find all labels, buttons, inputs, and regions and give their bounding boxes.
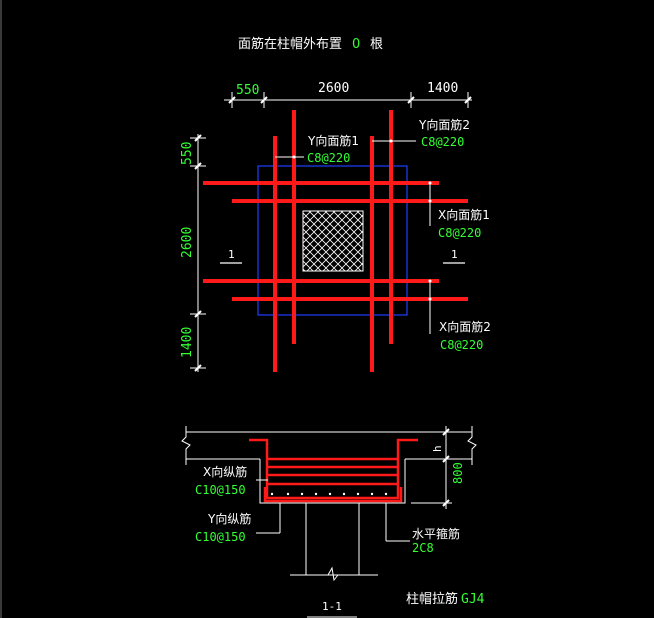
left-dim-1: 550 [180,142,195,165]
left-dim-2: 2600 [180,227,195,258]
plan-rebars [203,110,468,372]
top-dim-2: 2600 [318,81,349,96]
x-bar1-name: X向面筋1 [438,207,490,222]
top-dimension [224,92,472,108]
section-title: 1-1 [322,600,342,613]
top-dim-3: 1400 [427,81,458,96]
x-long-spec: C10@150 [195,483,246,497]
section-bar-dots [270,492,388,496]
header-count: 0 [352,37,360,52]
column-hatch [302,210,364,272]
section-height-dim [411,426,452,509]
y-bar1-name: Y向面筋1 [307,133,359,148]
header-title: 面筋在柱帽外布置 [238,36,342,52]
y-long-spec: C10@150 [195,530,246,544]
y-bar2-name: Y向面筋2 [418,117,470,132]
stirrup-spec: 2C8 [412,541,434,555]
section-height-dim: 800 [451,462,465,484]
column-cap-outline [257,165,408,316]
section-rebars [249,438,418,503]
leader-dots [292,139,432,301]
footer-label: 柱帽拉筋 [406,591,458,607]
x-long-name: X向纵筋 [203,464,247,479]
section-mark-left: 1 [228,248,235,261]
y-bar2-spec: C8@220 [421,135,464,149]
top-dim-1: 550 [236,83,259,98]
section-height-symbol: h [431,445,444,452]
section-leaders [256,479,410,542]
footer-code: GJ4 [461,592,485,607]
left-dim-3: 1400 [180,327,195,358]
section-mark-right: 1 [451,248,458,261]
stirrup-name: 水平箍筋 [412,526,460,541]
x-bar1-spec: C8@220 [438,226,481,240]
x-bar2-name: X向面筋2 [439,319,491,334]
y-long-name: Y向纵筋 [207,511,251,526]
x-bar2-spec: C8@220 [440,338,483,352]
left-dimension [190,134,206,372]
y-bar1-spec: C8@220 [307,151,350,165]
plan-leaders [275,140,431,334]
header-unit: 根 [370,37,383,52]
